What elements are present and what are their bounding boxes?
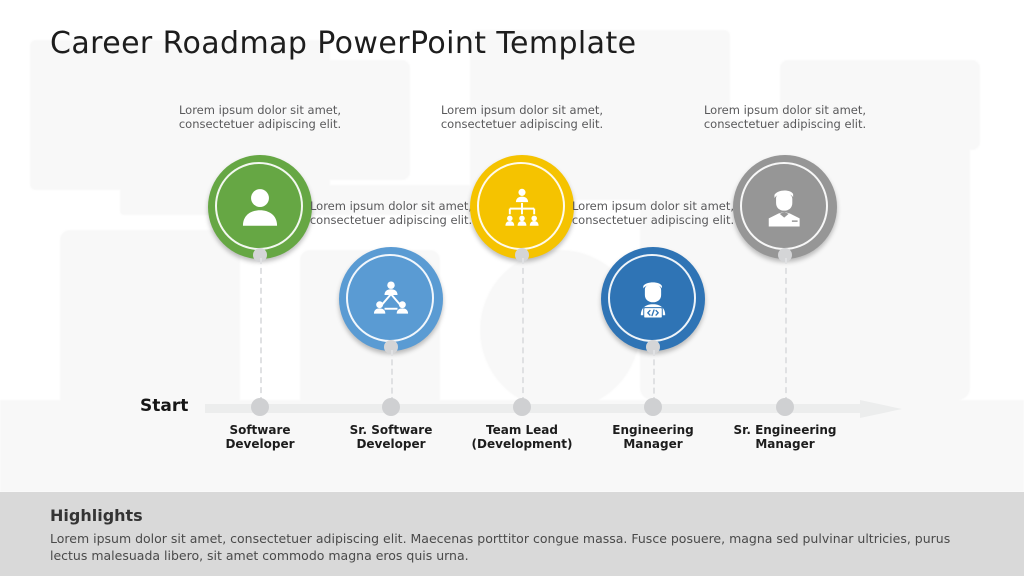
businessman-icon [768, 190, 800, 227]
stage-sr-engineering-manager[interactable]: Lorem ipsum dolor sit amet, consectetuer… [685, 0, 885, 492]
stage-connector-line [784, 258, 787, 403]
stage-title-line2: (Development) [471, 437, 573, 451]
stage-caption: Lorem ipsum dolor sit amet, consectetuer… [571, 199, 735, 227]
stage-icon-badge-developer-coding[interactable] [601, 247, 705, 351]
stage-sr-software-developer[interactable]: Lorem ipsum dolor sit amet, consectetuer… [291, 0, 491, 492]
connector-top-dot [646, 340, 660, 354]
stage-title: Team Lead (Development) [422, 423, 622, 451]
highlights-title: Highlights [50, 506, 143, 525]
stage-icon-badge-businessman[interactable] [733, 155, 837, 259]
timeline-node[interactable] [251, 398, 269, 416]
page-title: Career Roadmap PowerPoint Template [50, 26, 637, 61]
stage-title-line2: Developer [225, 437, 295, 451]
highlights-section: Highlights Lorem ipsum dolor sit amet, c… [0, 492, 1024, 576]
stage-team-lead-development[interactable]: Lorem ipsum dolor sit amet, consectetuer… [422, 0, 622, 492]
stage-connector-line [259, 258, 262, 403]
timeline-node[interactable] [382, 398, 400, 416]
timeline-node[interactable] [644, 398, 662, 416]
timeline-node[interactable] [776, 398, 794, 416]
stage-title-line1: Team Lead [486, 423, 558, 437]
stage-connector-line [652, 350, 655, 403]
stage-title-line2: Manager [755, 437, 815, 451]
stage-title: Sr. Engineering Manager [685, 423, 885, 451]
stage-title-line1: Engineering [612, 423, 694, 437]
stage-software-developer[interactable]: Lorem ipsum dolor sit amet, consectetuer… [160, 0, 360, 492]
connector-top-dot [778, 248, 792, 262]
stage-engineering-manager[interactable]: Lorem ipsum dolor sit amet, consectetuer… [553, 0, 753, 492]
timeline-start-label: Start [140, 396, 189, 416]
highlights-body-text: Lorem ipsum dolor sit amet, consectetuer… [50, 531, 951, 563]
org-chart-icon [505, 188, 539, 226]
timeline-node[interactable] [513, 398, 531, 416]
stage-icon-badge-org-chart[interactable] [470, 155, 574, 259]
stage-title-line1: Sr. Software [349, 423, 433, 437]
connector-top-dot [253, 248, 267, 262]
stage-caption: Lorem ipsum dolor sit amet, consectetuer… [440, 103, 604, 131]
timeline-arrowhead-icon [860, 400, 902, 418]
connector-top-dot [384, 340, 398, 354]
stage-title-line1: Software [229, 423, 291, 437]
connector-top-dot [515, 248, 529, 262]
stage-caption: Lorem ipsum dolor sit amet, consectetuer… [178, 103, 342, 131]
team-network-icon [373, 281, 409, 314]
timeline-axis-bar [205, 404, 865, 413]
stage-connector-line [390, 350, 393, 403]
stage-connector-line [521, 258, 524, 403]
stage-icon-badge-person[interactable] [208, 155, 312, 259]
stage-title-line2: Manager [623, 437, 683, 451]
stage-title: Software Developer [160, 423, 360, 451]
timeline-axis [205, 400, 902, 418]
stage-title-line2: Developer [356, 437, 426, 451]
stage-title: Sr. Software Developer [291, 423, 491, 451]
stage-caption: Lorem ipsum dolor sit amet, consectetuer… [309, 199, 473, 227]
stage-title: Engineering Manager [553, 423, 753, 451]
person-icon [242, 189, 278, 226]
developer-coding-icon [640, 282, 666, 319]
stage-caption: Lorem ipsum dolor sit amet, consectetuer… [703, 103, 867, 131]
stage-title-line1: Sr. Engineering [733, 423, 837, 437]
